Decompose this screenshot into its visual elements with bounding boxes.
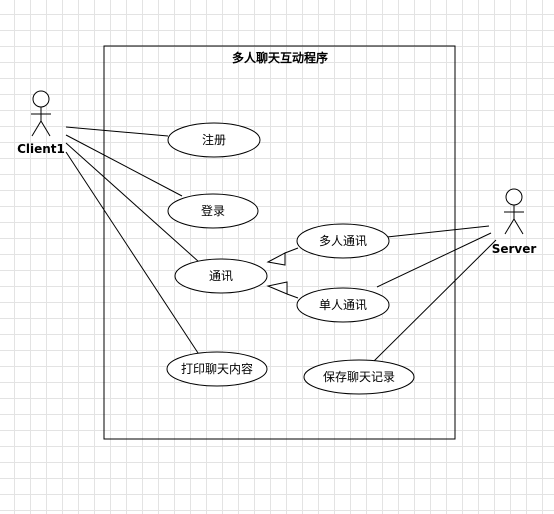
server-head [505,188,523,206]
actor-server[interactable]: Server [492,188,537,256]
assoc-server-group-chat [386,225,490,238]
use-case-login[interactable]: 登录 [167,193,259,229]
use-case-single-chat[interactable]: 单人通讯 [296,287,390,323]
assoc-server-single-chat [376,232,492,288]
actor-client1-label: Client1 [17,142,65,156]
use-case-communicate[interactable]: 通讯 [174,258,268,294]
use-case-group-chat[interactable]: 多人通讯 [296,223,390,259]
use-case-print-chat[interactable]: 打印聊天内容 [166,351,268,387]
generalization-single-to-communicate [266,281,299,299]
use-case-register[interactable]: 注册 [167,122,261,158]
client-associations [65,126,201,357]
generalization-group-to-communicate [266,247,299,266]
use-case-save-chat[interactable]: 保存聊天记录 [303,359,415,395]
system-boundary [103,45,456,440]
actor-server-label: Server [492,242,537,256]
assoc-client-print [65,151,201,357]
assoc-server-save [372,239,497,363]
assoc-client-communicate [65,142,200,263]
use-case-print-chat-label: 打印聊天内容 [181,361,253,376]
assoc-client-login [65,134,183,197]
assoc-client-register [65,126,169,137]
use-case-group-chat-label: 多人通讯 [319,234,367,248]
use-case-register-label: 注册 [202,132,226,147]
use-case-login-label: 登录 [201,203,225,218]
system-title: 多人聊天互动程序 [232,50,328,65]
use-case-communicate-label: 通讯 [209,269,233,283]
actor-client1[interactable]: Client1 [17,90,65,156]
use-case-single-chat-label: 单人通讯 [319,298,367,312]
client-head [32,90,50,108]
server-associations [372,225,497,363]
use-case-save-chat-label: 保存聊天记录 [323,370,395,384]
